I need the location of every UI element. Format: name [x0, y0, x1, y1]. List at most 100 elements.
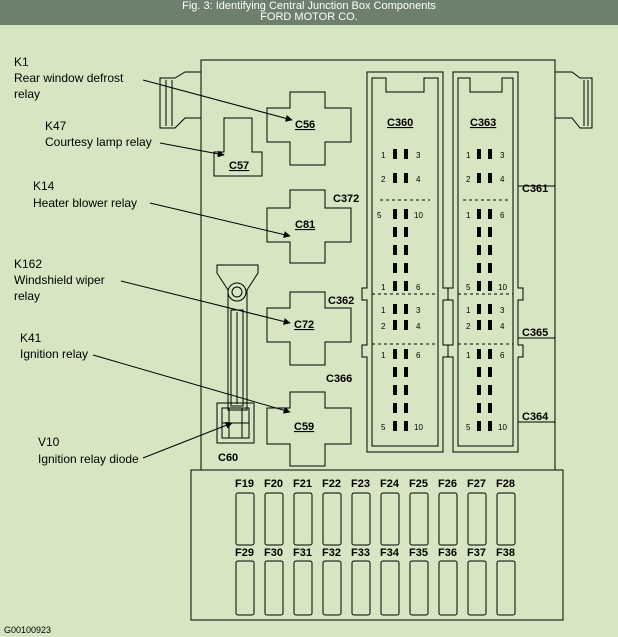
- fuse-slot[interactable]: [467, 560, 487, 616]
- fuse-slot[interactable]: [322, 560, 342, 616]
- fuse-slot[interactable]: [438, 492, 458, 546]
- fuse-slot[interactable]: [351, 560, 371, 616]
- relay-c56-label: C56: [295, 119, 315, 131]
- leader-v10: [142, 422, 233, 459]
- pin-cavity: [488, 173, 492, 183]
- relay-c81[interactable]: [266, 189, 352, 264]
- fuse-slot[interactable]: [496, 492, 516, 546]
- pin-cavity: [404, 367, 408, 377]
- fuse-slot[interactable]: [351, 492, 371, 546]
- fuse-label: F19: [235, 478, 254, 490]
- pin-label-6: 6: [500, 211, 505, 220]
- pin-label-1: 1: [466, 211, 471, 220]
- callout-k1-line1: Rear window defrost: [14, 71, 124, 85]
- pin-cavity: [477, 385, 481, 395]
- pin-cavity: [393, 349, 397, 359]
- fuse-label: F36: [438, 547, 457, 559]
- pin-cavity: [404, 173, 408, 183]
- fuse-label: F22: [322, 478, 341, 490]
- fuse-slot[interactable]: [235, 492, 255, 546]
- pin-label-5: 5: [466, 283, 471, 292]
- pin-cavity: [393, 209, 397, 219]
- fuse-label: F37: [467, 547, 486, 559]
- fuse-slot[interactable]: [264, 492, 284, 546]
- connector-pins-right: [477, 149, 492, 431]
- pin-cavity: [477, 320, 481, 330]
- pin-label-4: 4: [416, 175, 421, 184]
- pin-label-10: 10: [498, 283, 507, 292]
- pin-cavity: [477, 421, 481, 431]
- callout-k41-id: K41: [20, 331, 42, 345]
- pin-cavity: [477, 403, 481, 413]
- pin-label-10: 10: [414, 211, 423, 220]
- connector-block-right[interactable]: [447, 71, 524, 453]
- pin-cavity: [404, 320, 408, 330]
- right-mounting-tab: [555, 71, 593, 129]
- pin-cavity: [477, 263, 481, 273]
- connector-c363-label: C363: [470, 117, 496, 129]
- pin-label-3: 3: [500, 151, 505, 160]
- relay-c57-label: C57: [229, 160, 249, 172]
- pin-label-1: 1: [381, 306, 386, 315]
- pin-cavity: [488, 385, 492, 395]
- figure-id: G00100923: [4, 625, 51, 635]
- callout-k162-line1: Windshield wiper: [14, 273, 105, 287]
- fuse-slot[interactable]: [438, 560, 458, 616]
- pin-label-2: 2: [381, 322, 386, 331]
- pin-cavity: [488, 245, 492, 255]
- fuse-slot[interactable]: [467, 492, 487, 546]
- fuse-slot[interactable]: [409, 560, 429, 616]
- pin-label-1: 1: [466, 151, 471, 160]
- pin-label-6: 6: [416, 283, 421, 292]
- pin-label-6: 6: [500, 351, 505, 360]
- pin-cavity: [488, 263, 492, 273]
- pin-cavity: [393, 227, 397, 237]
- pin-cavity: [488, 149, 492, 159]
- pin-cavity: [404, 421, 408, 431]
- fuse-slot[interactable]: [293, 492, 313, 546]
- relay-c56[interactable]: [266, 91, 352, 166]
- leader-k47: [159, 142, 225, 158]
- fuse-slot[interactable]: [293, 560, 313, 616]
- relay-c72[interactable]: [266, 291, 352, 366]
- fuse-slot[interactable]: [380, 492, 400, 546]
- fuse-slot[interactable]: [409, 492, 429, 546]
- fuse-slot[interactable]: [496, 560, 516, 616]
- diode-c60-label: C60: [218, 452, 238, 464]
- pin-cavity: [477, 227, 481, 237]
- figure-title-bar: Fig. 3: Identifying Central Junction Box…: [0, 0, 618, 25]
- pin-label-2: 2: [466, 322, 471, 331]
- pin-cavity: [488, 421, 492, 431]
- fuse-slot[interactable]: [380, 560, 400, 616]
- pin-label-1: 1: [381, 283, 386, 292]
- pin-label-5: 5: [377, 211, 382, 220]
- fuse-label: F26: [438, 478, 457, 490]
- pin-cavity: [404, 263, 408, 273]
- callout-v10-id: V10: [38, 435, 60, 449]
- fuse-slot[interactable]: [322, 492, 342, 546]
- fuse-label: F29: [235, 547, 254, 559]
- pin-cavity: [488, 281, 492, 291]
- pin-label-10: 10: [414, 423, 423, 432]
- fuse-label: F23: [351, 478, 370, 490]
- connector-c360-label: C360: [387, 117, 413, 129]
- pin-cavity: [404, 149, 408, 159]
- pin-cavity: [404, 245, 408, 255]
- fuse-slot[interactable]: [235, 560, 255, 616]
- callout-k14-line1: Heater blower relay: [33, 196, 137, 210]
- connector-c364-label: C364: [522, 411, 549, 423]
- fuse-label: F30: [264, 547, 283, 559]
- pin-cavity: [477, 149, 481, 159]
- pin-label-2: 2: [381, 175, 386, 184]
- connector-c365-label: C365: [522, 327, 548, 339]
- pin-cavity: [488, 304, 492, 314]
- relay-c59[interactable]: [266, 391, 352, 467]
- fuse-slot[interactable]: [264, 560, 284, 616]
- fuse-label: F21: [293, 478, 312, 490]
- fuse-label: F27: [467, 478, 486, 490]
- relay-c59-label: C59: [294, 421, 314, 433]
- pin-label-1: 1: [381, 351, 386, 360]
- pin-cavity: [393, 304, 397, 314]
